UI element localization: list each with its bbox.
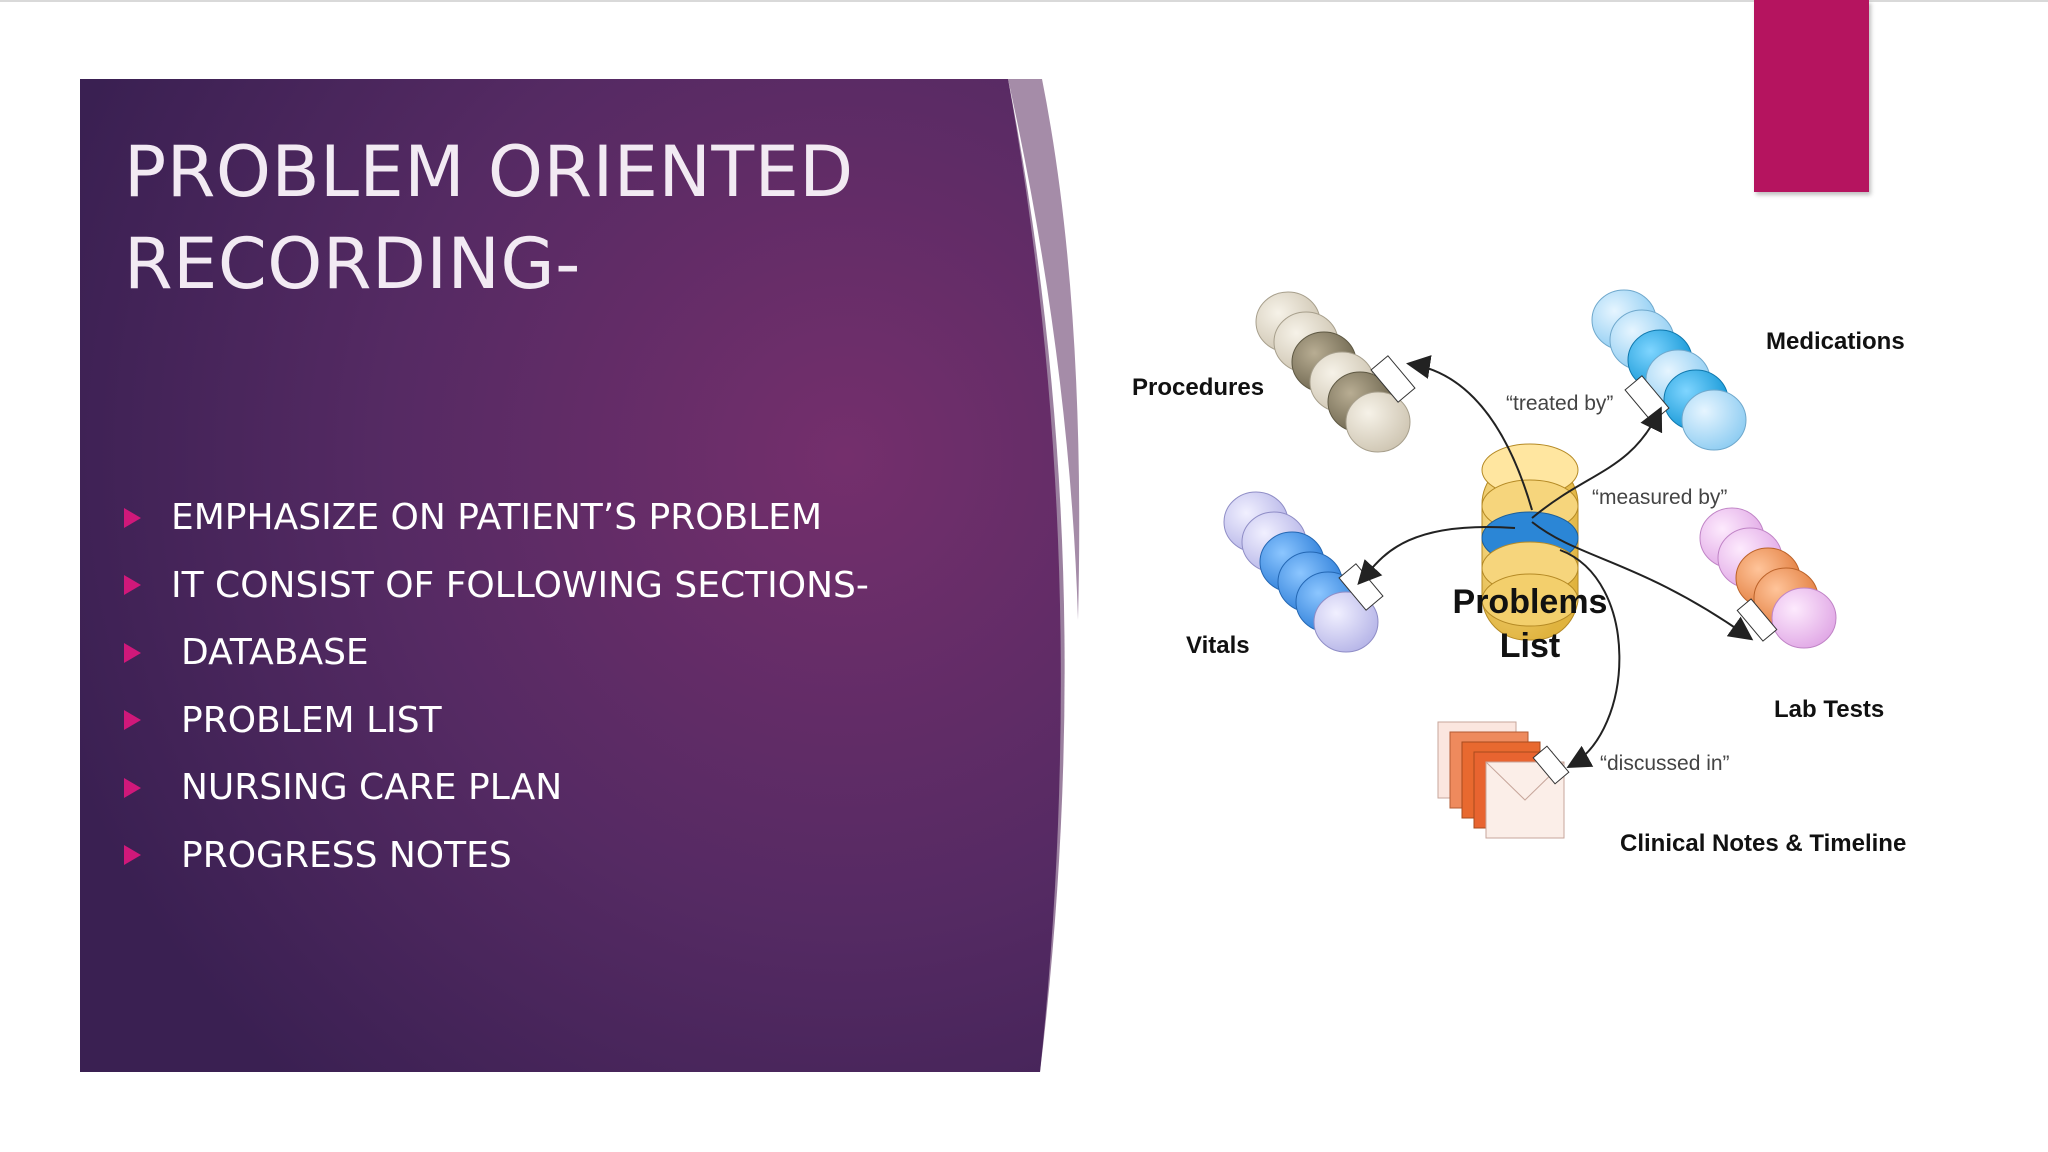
bullet-item: PROGRESS NOTES <box>124 822 1064 890</box>
lab-tests-label: Lab Tests <box>1774 696 1884 724</box>
bullet-text: DATABASE <box>171 632 369 673</box>
bullet-arrow-icon <box>124 508 141 528</box>
bullet-text: PROGRESS NOTES <box>171 835 512 876</box>
bullet-item: NURSING CARE PLAN <box>124 754 1064 822</box>
bullet-text: EMPHASIZE ON PATIENT’S PROBLEM <box>171 497 822 538</box>
bullet-text: PROBLEM LIST <box>171 700 442 741</box>
title-line-1: PROBLEM ORIENTED <box>124 126 1024 218</box>
vitals-stack-icon <box>1224 492 1383 652</box>
bullet-arrow-icon <box>124 575 141 595</box>
bullet-item: IT CONSIST OF FOLLOWING SECTIONS- <box>124 552 1064 620</box>
problem-list-diagram: Procedures Medications Vitals Lab Tests … <box>1120 260 1960 900</box>
problems-list-label: Problems List <box>1440 580 1620 668</box>
bullet-arrow-icon <box>124 778 141 798</box>
vitals-label: Vitals <box>1186 632 1250 660</box>
medications-stack-icon <box>1592 290 1746 450</box>
bullet-item: DATABASE <box>124 619 1064 687</box>
lab-tests-stack-icon <box>1700 508 1836 648</box>
bullet-arrow-icon <box>124 845 141 865</box>
bullet-arrow-icon <box>124 710 141 730</box>
measured-by-label: “measured by” <box>1592 486 1727 510</box>
title-line-2: RECORDING- <box>124 218 1024 310</box>
clinical-notes-envelopes-icon <box>1438 722 1569 838</box>
problems-list-label-line-2: List <box>1440 624 1620 668</box>
procedures-stack-icon <box>1256 292 1415 452</box>
discussed-in-label: “discussed in” <box>1600 752 1730 776</box>
slide-title: PROBLEM ORIENTED RECORDING- <box>124 126 1024 310</box>
bullet-text: IT CONSIST OF FOLLOWING SECTIONS- <box>171 565 869 606</box>
clinical-notes-label: Clinical Notes & Timeline <box>1620 830 1906 858</box>
bullet-arrow-icon <box>124 643 141 663</box>
procedures-label: Procedures <box>1132 374 1264 402</box>
bullet-list: EMPHASIZE ON PATIENT’S PROBLEM IT CONSIS… <box>124 484 1064 889</box>
bullet-text: NURSING CARE PLAN <box>171 767 562 808</box>
treated-by-label: “treated by” <box>1506 392 1613 416</box>
bullet-item: EMPHASIZE ON PATIENT’S PROBLEM <box>124 484 1064 552</box>
problems-list-label-line-1: Problems <box>1440 580 1620 624</box>
bullet-item: PROBLEM LIST <box>124 687 1064 755</box>
medications-label: Medications <box>1766 328 1905 356</box>
